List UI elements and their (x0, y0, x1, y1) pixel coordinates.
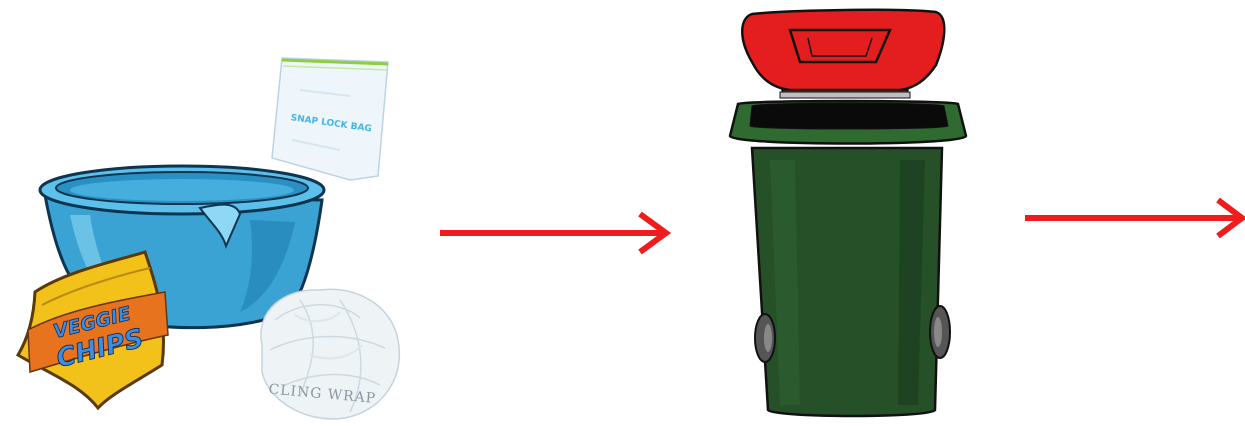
bin-wheel-right (930, 306, 950, 358)
right-arrow-icon (440, 214, 666, 252)
right-arrow-icon (1025, 200, 1242, 236)
snap-lock-bag-icon: SNAP LOCK BAG (272, 58, 388, 180)
veggie-chips-packet-icon: VEGGIE CHIPS (18, 252, 168, 408)
cling-wrap-icon: CLING WRAP (261, 289, 399, 419)
red-lid-wheelie-bin-icon (730, 10, 966, 416)
bin-wheel-left (755, 314, 775, 362)
